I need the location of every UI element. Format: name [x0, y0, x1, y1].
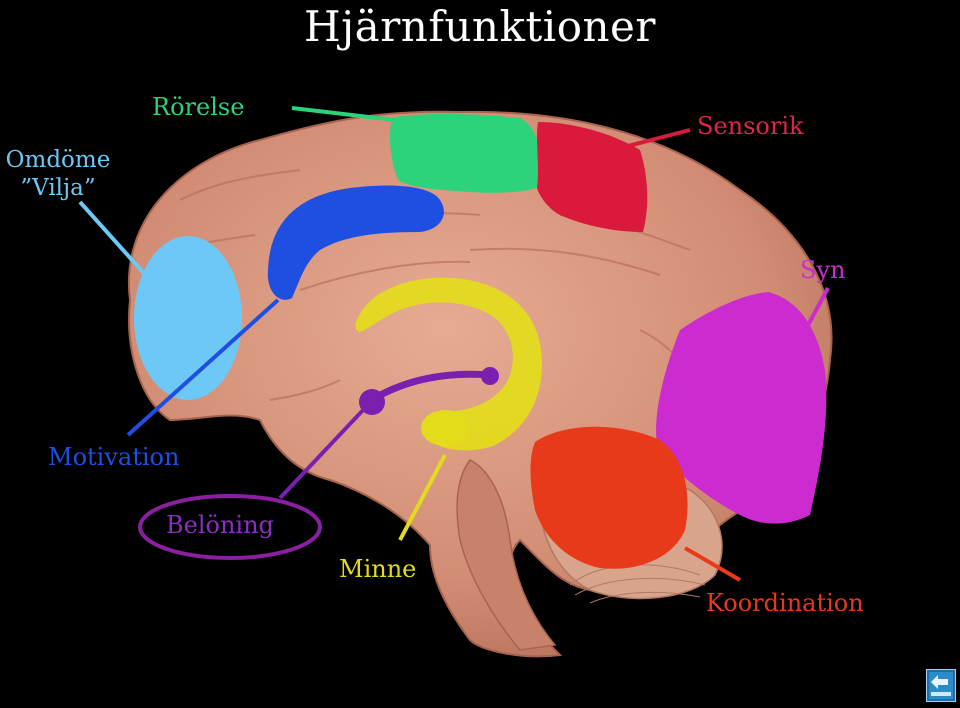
label-omdome-line1: Omdöme [5, 147, 111, 173]
region-beloning [371, 370, 494, 402]
leader-omdome [78, 200, 152, 282]
label-rorelse: Rörelse [152, 93, 245, 121]
leader-beloning [278, 406, 367, 500]
back-arrow-icon[interactable] [926, 669, 956, 702]
label-sensorik: Sensorik [697, 112, 804, 140]
region-rorelse [390, 113, 542, 193]
region-sensorik [537, 122, 648, 232]
region-beloning-node-end [481, 367, 499, 385]
leader-motivation [126, 298, 280, 437]
leader-rorelse [291, 106, 396, 122]
page-title: Hjärnfunktioner [304, 2, 656, 51]
beloning-label-outline [138, 494, 322, 560]
leader-sensorik [619, 128, 691, 150]
region-motivation [267, 185, 444, 300]
region-minne [355, 277, 543, 451]
label-minne: Minne [339, 555, 417, 583]
leader-koordination [683, 546, 742, 582]
region-syn [656, 292, 827, 524]
region-koordination [530, 426, 688, 569]
leader-syn [798, 287, 830, 341]
region-omdome [134, 236, 242, 400]
label-omdome: Omdöme ”Vilja” [0, 146, 116, 202]
label-beloning: Belöning [166, 511, 274, 539]
label-syn: Syn [800, 256, 846, 284]
region-minne-hippocampus [421, 410, 469, 446]
label-omdome-line2: ”Vilja” [20, 175, 96, 201]
label-koordination: Koordination [706, 589, 864, 617]
brainstem [456, 459, 557, 651]
leader-minne [398, 454, 447, 541]
label-motivation: Motivation [48, 443, 180, 471]
